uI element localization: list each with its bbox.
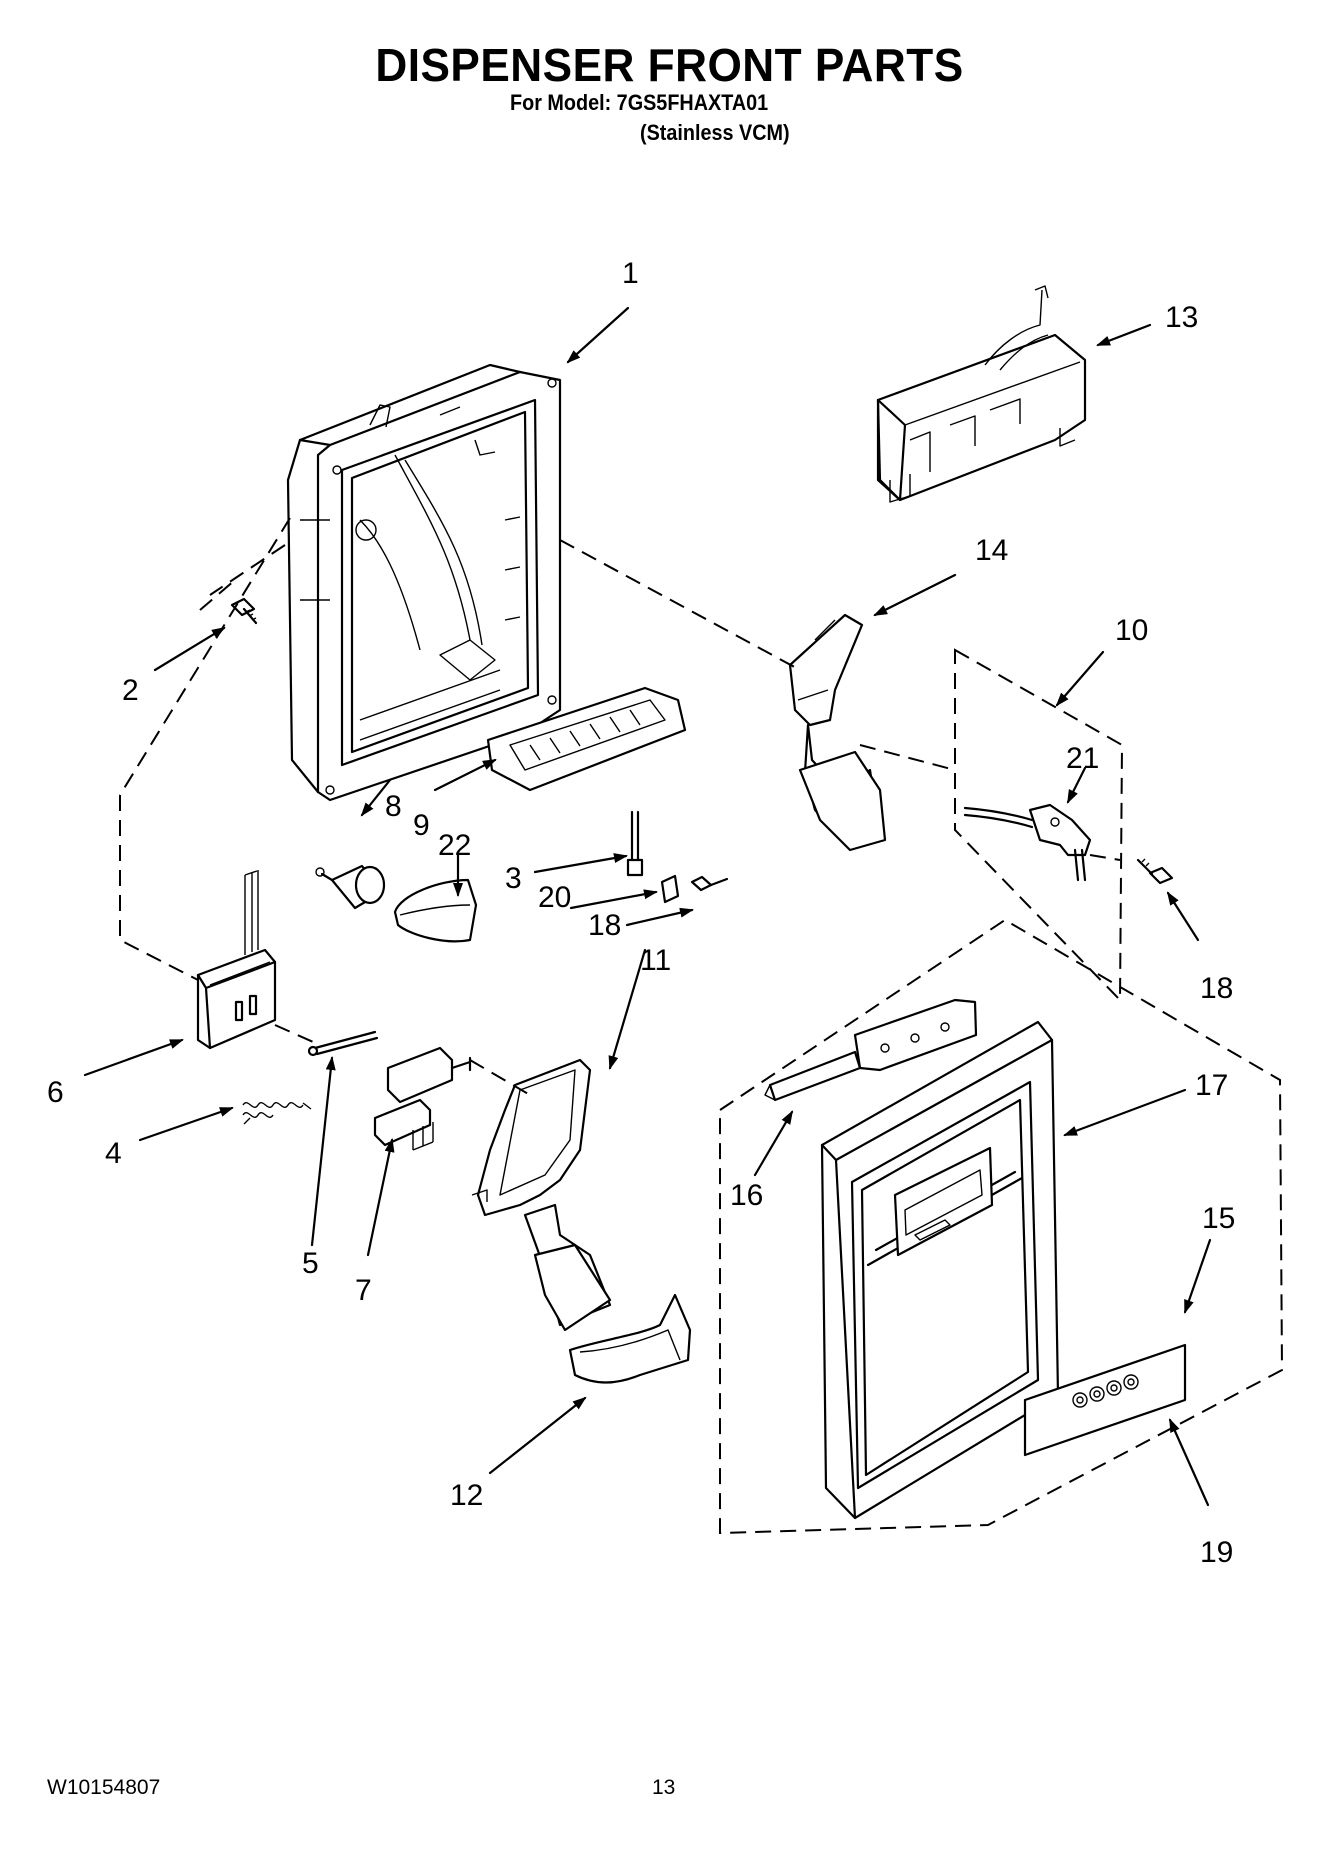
- variant-line: (Stainless VCM): [640, 120, 790, 145]
- callout-1: 1: [622, 257, 639, 290]
- callout-17: 17: [1195, 1069, 1228, 1102]
- part-7-actuator: [373, 1046, 472, 1151]
- callout-7: 7: [355, 1274, 372, 1307]
- callout-labels: 1 2 3 4 5 6 7 8 9 10 11 12 13 14 15 16 1…: [47, 257, 1235, 1569]
- page-title: DISPENSER FRONT PARTS: [375, 39, 964, 91]
- callout-20: 20: [538, 881, 571, 914]
- part-13-control-box: [876, 285, 1087, 503]
- callout-6: 6: [47, 1076, 64, 1109]
- part-20-shield: [660, 874, 680, 904]
- part-17-front-panel: [820, 1020, 1060, 1520]
- callout-13: 13: [1165, 301, 1198, 334]
- part-14-ice-paddle: [788, 613, 887, 852]
- callout-9: 9: [413, 809, 430, 842]
- callout-16: 16: [730, 1179, 763, 1212]
- part-3-switch-clip: [626, 810, 644, 877]
- part-18-screw-a: [690, 875, 729, 892]
- document-number: W10154807: [47, 1776, 161, 1799]
- part-18-screw-b: [1136, 858, 1174, 885]
- callout-15: 15: [1202, 1202, 1235, 1235]
- part-2-screw: [230, 597, 258, 625]
- part-15-control-overlay: [1023, 1343, 1187, 1457]
- callout-19: 19: [1200, 1536, 1233, 1569]
- assembly-guide-lines: [119, 517, 1284, 1535]
- callout-3: 3: [505, 862, 522, 895]
- part-16-bracket: [764, 998, 978, 1102]
- part-9-chute-panel: [486, 686, 687, 792]
- part-4-spring: [242, 1102, 312, 1125]
- leader-arrows: [83, 306, 1212, 1507]
- callout-14: 14: [975, 534, 1008, 567]
- callout-2: 2: [122, 674, 139, 707]
- part-12-drip-tray: [568, 1293, 692, 1384]
- part-11-water-paddle: [471, 1058, 612, 1332]
- part-5-pin: [307, 1030, 379, 1057]
- callout-22: 22: [438, 829, 471, 862]
- part-8-solenoid: [315, 864, 386, 910]
- callout-12: 12: [450, 1479, 483, 1512]
- callout-8: 8: [385, 790, 402, 823]
- part-22-cover: [393, 878, 478, 943]
- callout-4: 4: [105, 1137, 122, 1170]
- page-number: 13: [652, 1776, 676, 1799]
- callout-10: 10: [1115, 614, 1148, 647]
- callout-18-left: 18: [588, 909, 621, 942]
- callout-21: 21: [1066, 742, 1099, 775]
- callout-5: 5: [302, 1247, 319, 1280]
- callout-18-right: 18: [1200, 972, 1233, 1005]
- model-line: For Model: 7GS5FHAXTA01: [510, 90, 769, 115]
- callout-11: 11: [640, 944, 671, 977]
- part-21-lever: [963, 803, 1092, 882]
- part-6-switch-module: [196, 870, 277, 1050]
